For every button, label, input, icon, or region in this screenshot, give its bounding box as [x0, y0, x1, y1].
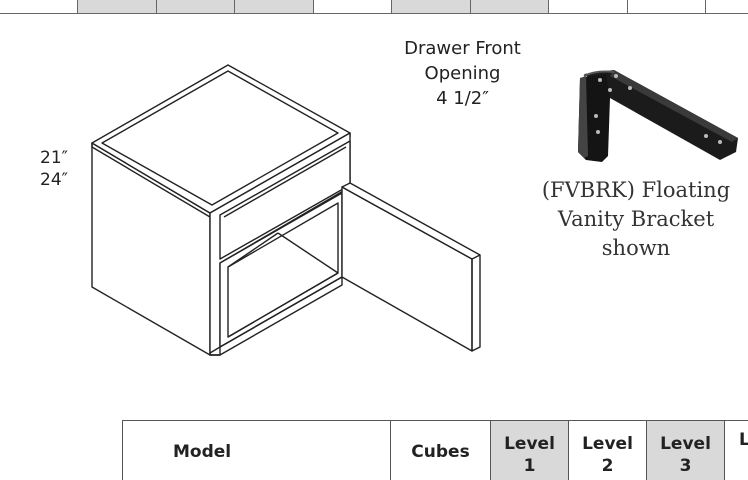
header-level-2-number: 2: [601, 455, 614, 476]
table-cell: [314, 0, 392, 14]
height-dimensions: 21″ 24″: [40, 147, 68, 191]
header-cubes: Cubes: [390, 420, 490, 480]
header-model: Model: [122, 420, 390, 480]
table-cell: [157, 0, 235, 14]
floating-vanity-bracket-image: [578, 70, 738, 162]
top-table-strip: [0, 0, 748, 14]
header-level-2-label: Level: [582, 433, 633, 454]
header-level-3-number: 3: [679, 455, 692, 476]
header-cubes-label: Cubes: [411, 442, 470, 462]
header-level-1: Level 1: [490, 420, 568, 480]
drawer-front-label: Drawer Front Opening 4 1/2″: [380, 36, 545, 111]
header-model-label: Model: [173, 442, 232, 462]
table-cell: [235, 0, 314, 14]
header-level-3: Level 3: [646, 420, 724, 480]
table-cell: [628, 0, 706, 14]
table-cell: [471, 0, 549, 14]
bracket-caption-line3: shown: [601, 236, 671, 260]
height-option-b: 24″: [40, 170, 68, 190]
header-level-1-label: Level: [504, 433, 555, 454]
header-level-partial-label: L: [739, 430, 748, 450]
bracket-caption-line1: (FVBRK) Floating: [541, 178, 731, 202]
drawer-front-line1: Drawer Front: [404, 38, 521, 59]
bracket-caption-line2: Vanity Bracket: [557, 207, 715, 231]
table-cell: [549, 0, 628, 14]
header-level-3-label: Level: [660, 433, 711, 454]
price-table-header: Model Cubes Level 1 Level 2 Level 3 L: [122, 420, 748, 480]
header-level-partial: L: [724, 420, 748, 480]
height-option-a: 21″: [40, 148, 68, 168]
header-level-2: Level 2: [568, 420, 646, 480]
table-cell: [0, 0, 78, 14]
cabinet-drawing: [91, 64, 481, 356]
table-cell: [392, 0, 471, 14]
header-level-1-number: 1: [523, 455, 536, 476]
table-cell: [78, 0, 157, 14]
drawer-front-line2: Opening: [424, 63, 501, 84]
bracket-caption: (FVBRK) Floating Vanity Bracket shown: [536, 176, 736, 263]
table-cell: [706, 0, 748, 14]
drawer-front-line3: 4 1/2″: [436, 88, 489, 109]
